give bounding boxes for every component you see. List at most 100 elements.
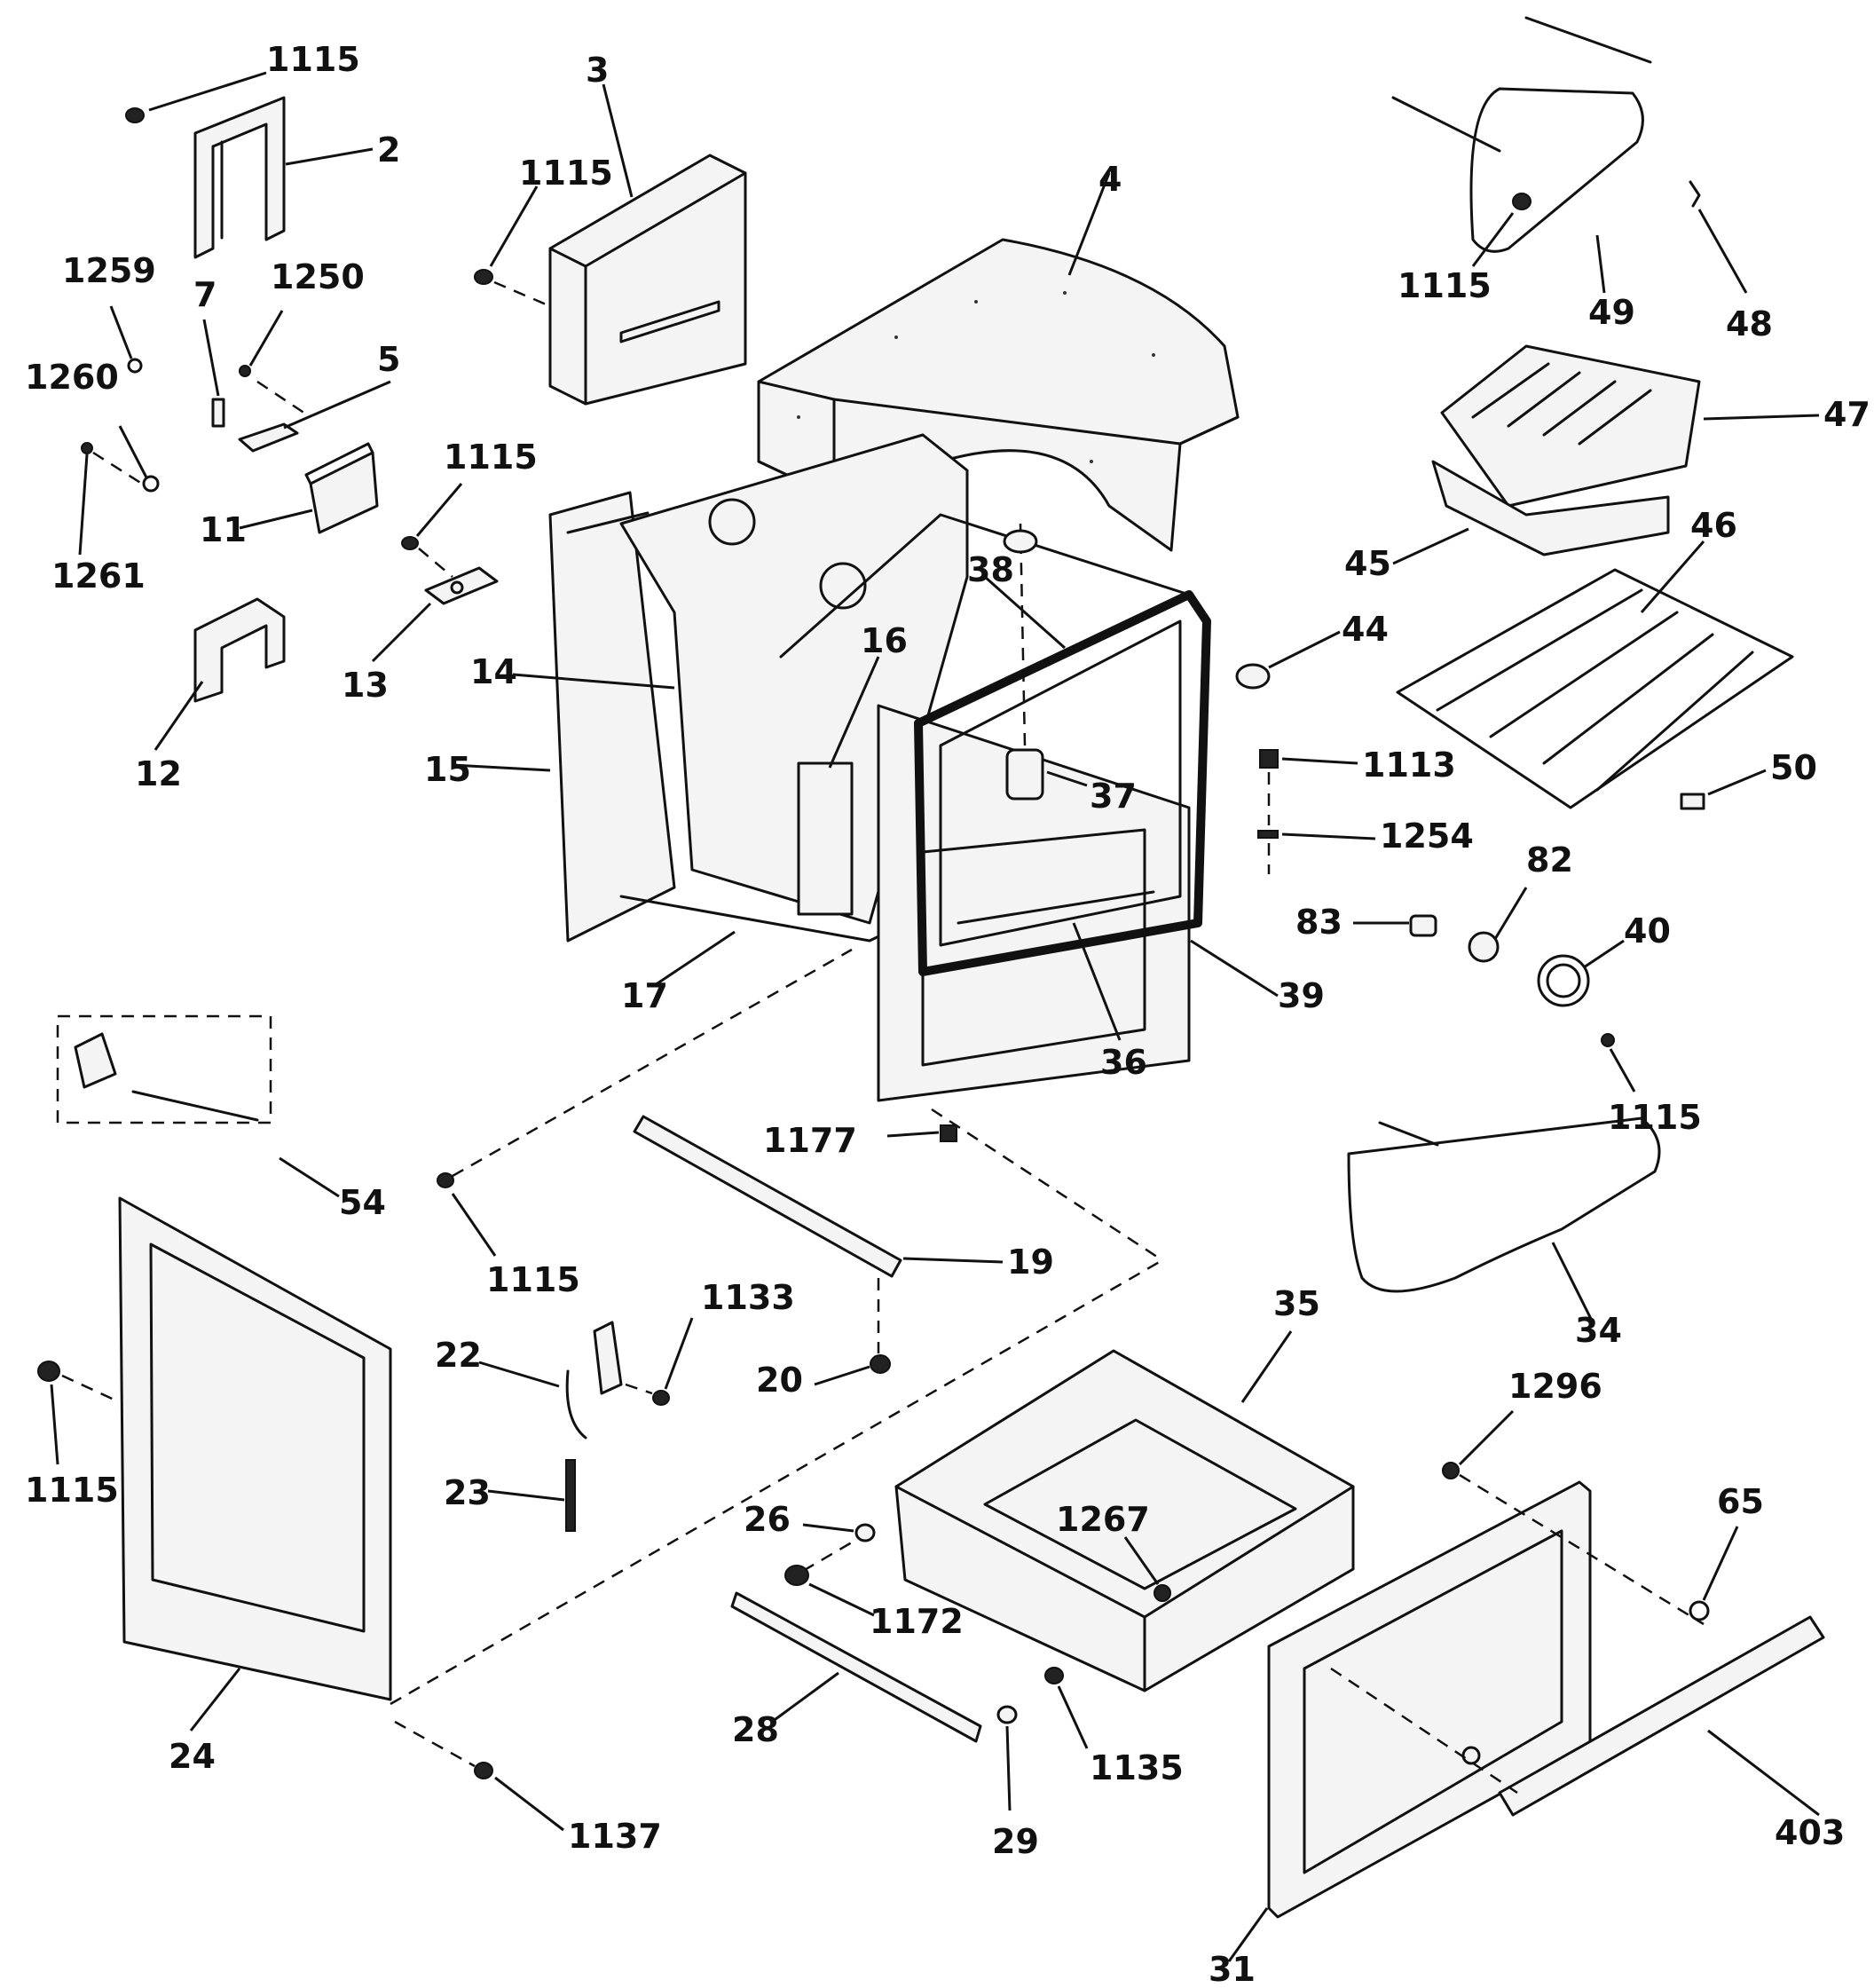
- callout-2: 2: [377, 130, 400, 170]
- callout-54: 54: [339, 1183, 386, 1222]
- part-3-hood: [548, 83, 747, 406]
- part-47-broiler-grid: [1440, 344, 1820, 508]
- part-24-lower-panel: [118, 1196, 392, 1732]
- washer-1259: [109, 305, 143, 374]
- part-65-washer: [1689, 1526, 1739, 1621]
- screw-1267: [1123, 1536, 1171, 1602]
- callout-65: 65: [1717, 1482, 1764, 1521]
- part-50-clip: [1680, 769, 1767, 810]
- part-15-side-panel: [452, 491, 676, 943]
- screw-1115-top-left: [125, 71, 267, 123]
- part-1254-clip: [1257, 830, 1376, 874]
- callout-1113: 1113: [1362, 746, 1456, 785]
- screw-1115-hood: [474, 185, 551, 308]
- part-49-element: [1391, 16, 1652, 294]
- part-2-bracket: [193, 96, 374, 259]
- part-26-nut: [802, 1523, 876, 1573]
- callout-5: 5: [377, 340, 400, 379]
- part-29-roller: [996, 1705, 1018, 1811]
- part-19-drawer-rail: [633, 1115, 1004, 1278]
- screw-1113: [1259, 749, 1358, 825]
- screw-1261: [78, 442, 143, 556]
- callout-1172: 1172: [870, 1602, 964, 1641]
- callout-1261: 1261: [51, 556, 146, 596]
- part-12-bracket: [154, 597, 286, 751]
- callout-1296: 1296: [1508, 1367, 1602, 1406]
- part-20-roller: [814, 1278, 891, 1386]
- callout-19: 19: [1007, 1242, 1054, 1282]
- part-11-bracket: [239, 442, 379, 534]
- part-40-lens-ring: [1537, 939, 1625, 1007]
- part-22-lever: [478, 1321, 623, 1440]
- callout-1115: 1115: [444, 438, 538, 477]
- dashed-lower-guide: [390, 1108, 1163, 1706]
- part-35-drawer: [894, 1330, 1355, 1692]
- callout-4: 4: [1098, 160, 1122, 199]
- callout-50: 50: [1770, 748, 1817, 787]
- callout-1267: 1267: [1056, 1500, 1150, 1539]
- callout-29: 29: [992, 1822, 1039, 1861]
- callout-1115: 1115: [1398, 266, 1492, 305]
- callout-26: 26: [744, 1500, 791, 1539]
- part-28-drawer-rail: [730, 1591, 982, 1743]
- part-38-door-gasket: [914, 575, 1211, 976]
- callout-1115: 1115: [519, 154, 613, 193]
- callout-1135: 1135: [1090, 1748, 1184, 1787]
- callout-1254: 1254: [1380, 816, 1474, 856]
- screw-1133: [625, 1317, 694, 1406]
- callout-17: 17: [621, 976, 668, 1015]
- part-5-bracket: [238, 380, 391, 453]
- callout-1115: 1115: [486, 1260, 580, 1299]
- callout-35: 35: [1273, 1284, 1320, 1323]
- screw-1250: [239, 310, 284, 377]
- callout-15: 15: [424, 750, 471, 789]
- callout-7: 7: [193, 275, 217, 314]
- callout-1115: 1115: [1608, 1098, 1702, 1137]
- part-23-spring: [487, 1459, 576, 1532]
- part-13-bracket: [371, 566, 499, 663]
- callout-3: 3: [586, 51, 609, 90]
- callout-37: 37: [1090, 777, 1137, 816]
- callout-1250: 1250: [271, 257, 365, 296]
- part-403-handle: [1330, 1615, 1825, 1817]
- callout-39: 39: [1278, 976, 1325, 1015]
- callout-16: 16: [861, 621, 908, 660]
- screw-1135: [1044, 1667, 1089, 1749]
- callout-1137: 1137: [568, 1817, 662, 1856]
- part-44-knob: [1235, 630, 1341, 690]
- part-37-light-socket: [1003, 523, 1088, 801]
- callout-82: 82: [1526, 840, 1573, 880]
- callout-1177: 1177: [763, 1121, 857, 1160]
- callout-labels: 1115 2 3 4 1115 1259 7 1250 5 1260 11 12…: [25, 40, 1870, 1988]
- callout-11: 11: [200, 510, 247, 549]
- callout-22: 22: [435, 1336, 482, 1375]
- part-36-oven-liner: [779, 513, 1191, 1041]
- part-82-bulb: [1468, 887, 1528, 963]
- callout-20: 20: [756, 1361, 803, 1400]
- callout-12: 12: [135, 754, 182, 793]
- callout-1259: 1259: [62, 251, 156, 290]
- callout-45: 45: [1344, 544, 1391, 583]
- callout-23: 23: [444, 1473, 491, 1512]
- callout-13: 13: [342, 666, 389, 705]
- screw-1296: [1442, 1409, 1705, 1626]
- part-39-front-frame: [877, 704, 1279, 1102]
- callout-24: 24: [169, 1737, 216, 1776]
- callout-403: 403: [1775, 1813, 1845, 1852]
- callout-38: 38: [967, 550, 1014, 589]
- part-7-clip: [202, 319, 225, 428]
- callout-31: 31: [1209, 1950, 1256, 1988]
- callout-1260: 1260: [25, 358, 119, 397]
- screw-1115-left-mid: [401, 483, 463, 578]
- callout-40: 40: [1624, 911, 1671, 951]
- part-34-bake-element: [1347, 1116, 1661, 1323]
- callout-14: 14: [470, 652, 517, 691]
- callout-46: 46: [1690, 506, 1737, 545]
- part-46-oven-rack: [1396, 540, 1794, 809]
- part-16-panel: [797, 656, 880, 916]
- callout-48: 48: [1726, 304, 1773, 343]
- screw-1115-element: [1471, 193, 1531, 267]
- callout-1115: 1115: [266, 40, 360, 79]
- screw-1115-lower-left: [37, 1361, 121, 1465]
